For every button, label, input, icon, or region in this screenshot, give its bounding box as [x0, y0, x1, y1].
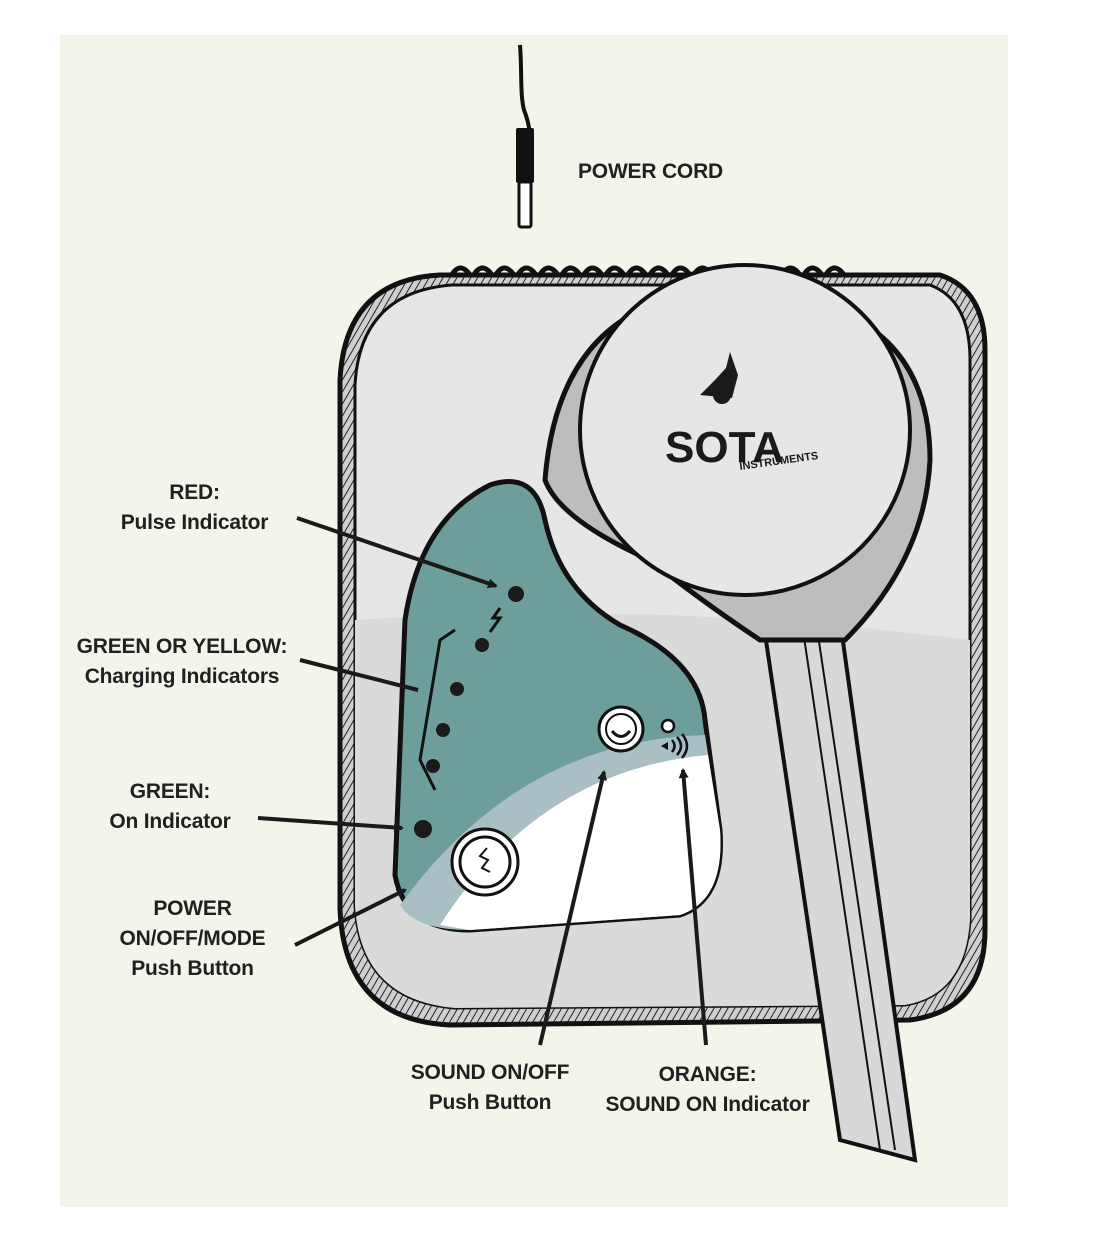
arrow-sound-button [538, 770, 608, 1046]
label-power-button: POWER ON/OFF/MODE Push Button [119, 897, 266, 980]
label-charging-indicators: GREEN OR YELLOW: Charging Indicators [76, 635, 288, 688]
power-button[interactable] [450, 827, 520, 897]
label-pulse-indicator: RED: Pulse Indicator [120, 481, 269, 534]
charging-led-4 [426, 759, 440, 773]
arrow-sound-led [678, 768, 708, 1046]
charging-led-1 [475, 638, 489, 652]
arrow-on [257, 816, 404, 833]
sensor-probe [542, 263, 933, 1163]
sota-logo: SOTA INSTRUMENTS [665, 352, 819, 473]
arrow-power-button [294, 888, 407, 947]
arrow-charging [299, 658, 419, 692]
label-sound-indicator: ORANGE: SOUND ON Indicator [605, 1063, 810, 1116]
label-on-indicator: GREEN: On Indicator [109, 780, 231, 833]
on-led [414, 820, 432, 838]
sound-button[interactable] [597, 705, 645, 753]
sound-led [660, 718, 676, 734]
arrow-pulse [296, 516, 498, 589]
pulse-led [508, 586, 524, 602]
charging-led-2 [450, 682, 464, 696]
label-power-cord: POWER CORD [578, 160, 724, 183]
power-cord-icon [516, 44, 534, 229]
charging-led-3 [436, 723, 450, 737]
speaker-icon [661, 733, 689, 759]
label-sound-button: SOUND ON/OFF Push Button [410, 1061, 570, 1114]
lightning-icon [488, 607, 503, 633]
svg-text:SOTA: SOTA [665, 423, 784, 472]
